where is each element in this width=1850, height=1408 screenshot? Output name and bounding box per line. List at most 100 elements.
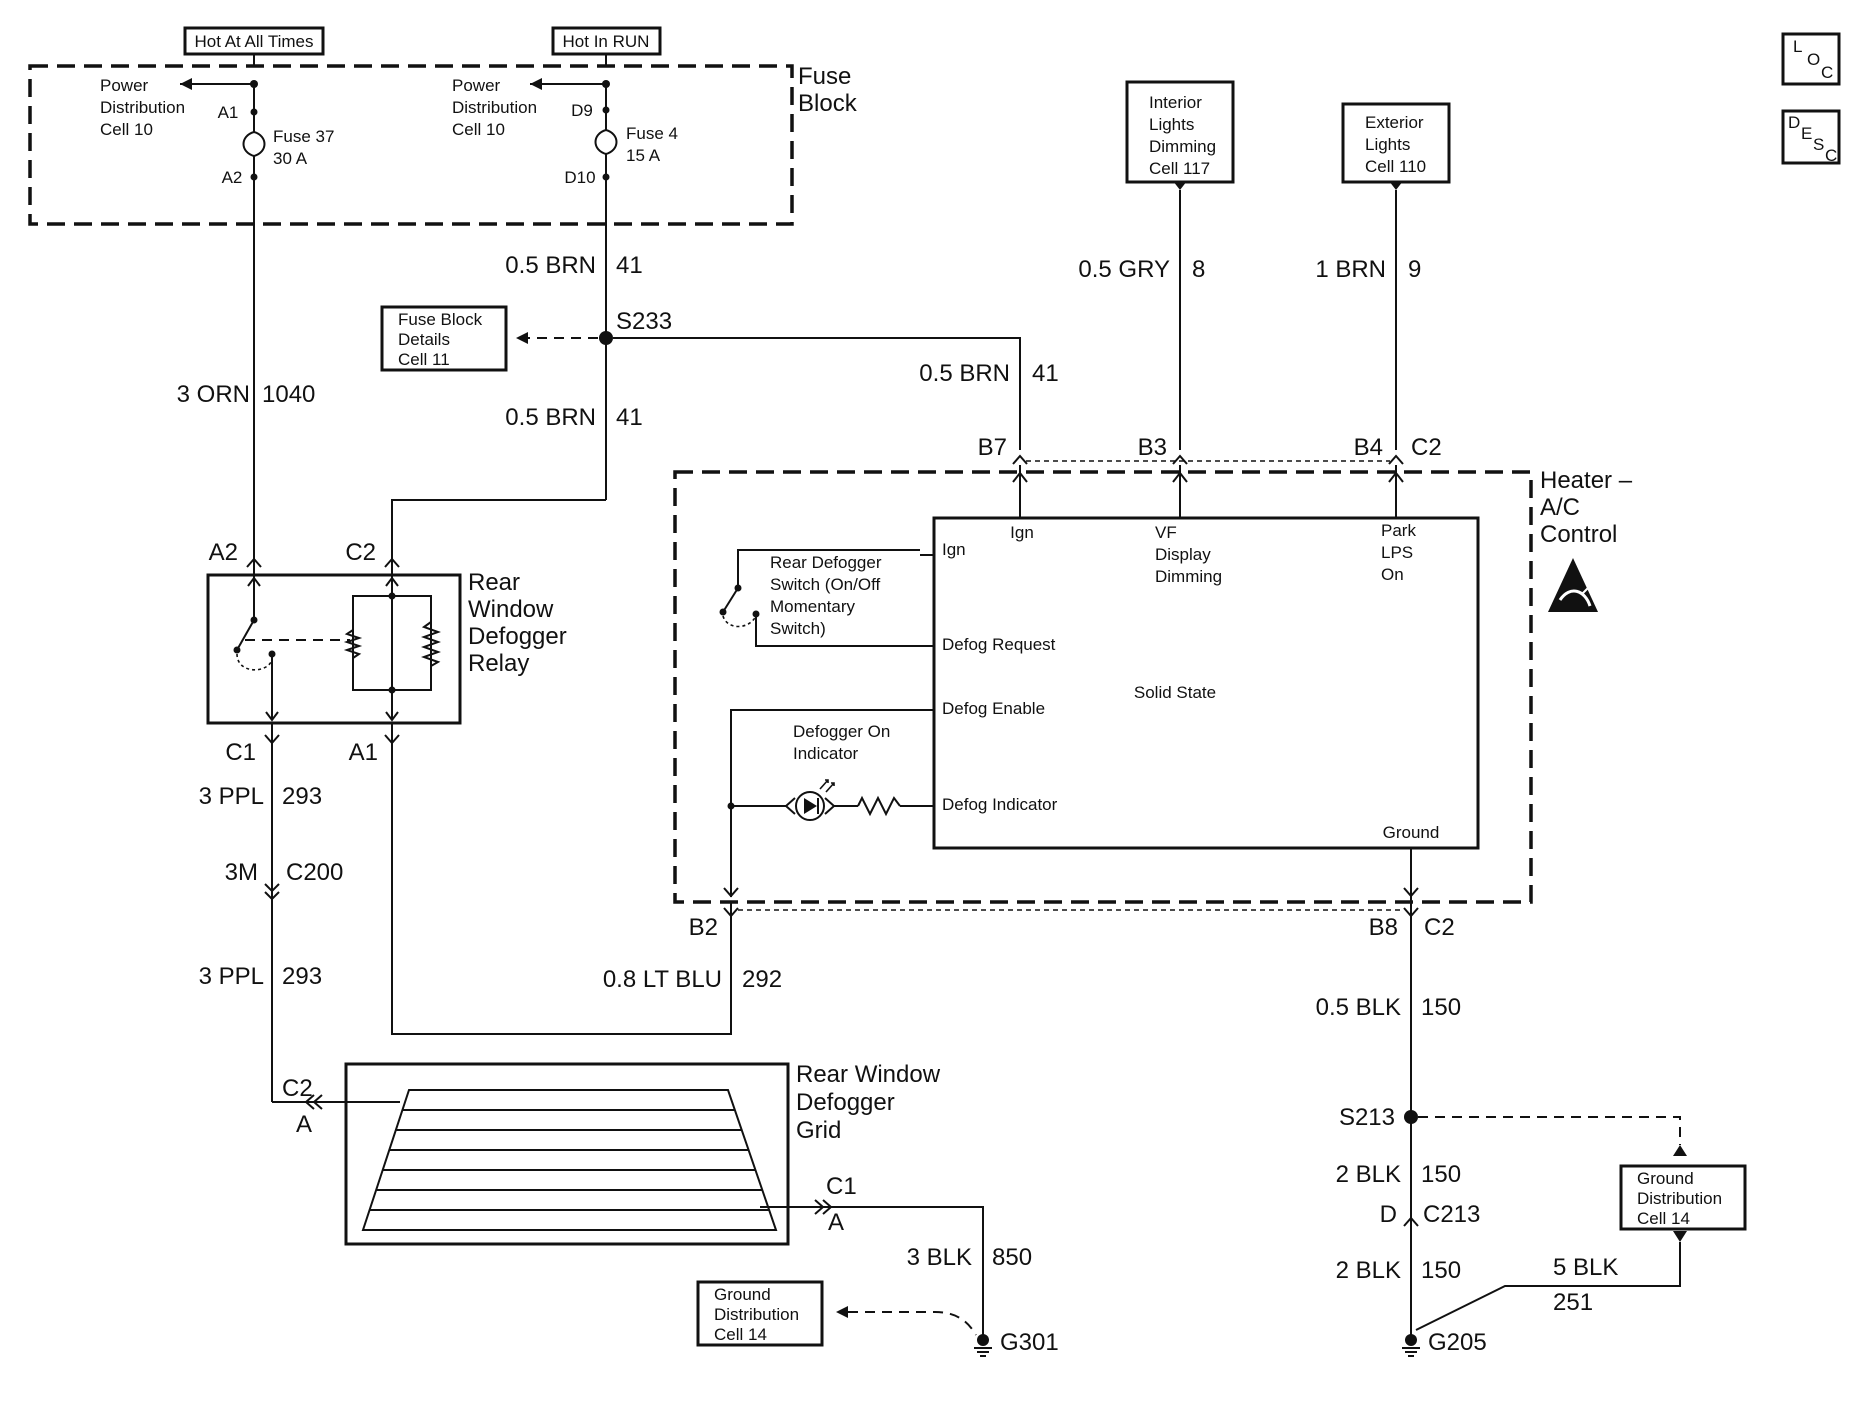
svg-text:41: 41 [616,404,643,431]
svg-text:Lights: Lights [1149,115,1194,134]
svg-text:3 ORN: 3 ORN [177,381,250,408]
svg-text:Fuse 37: Fuse 37 [273,127,334,146]
svg-text:0.5 BRN: 0.5 BRN [505,404,596,431]
svg-text:Fuse 4: Fuse 4 [626,124,678,143]
svg-text:C2: C2 [282,1075,313,1102]
svg-text:Hot At All Times: Hot At All Times [194,32,313,51]
svg-text:Cell 14: Cell 14 [1637,1209,1690,1228]
svg-text:Distribution: Distribution [1637,1189,1722,1208]
svg-text:Cell 117: Cell 117 [1149,159,1210,178]
hvac-control-boundary [673,470,1533,904]
svg-text:0.8 LT BLU: 0.8 LT BLU [603,966,722,993]
ground-g205: G205 [1402,1329,1487,1357]
hot-in-run-box: Hot In RUN [551,26,662,56]
svg-text:Display: Display [1155,545,1211,564]
svg-text:Window: Window [468,596,554,623]
svg-text:3M: 3M [225,859,258,886]
svg-text:Rear Window: Rear Window [796,1061,941,1088]
svg-text:Distribution: Distribution [714,1305,799,1324]
defogger-on-indicator: Defogger On Indicator [785,722,890,821]
hot-at-all-times-box: Hot At All Times [183,26,325,56]
svg-text:A/C: A/C [1540,494,1580,521]
svg-text:Dimming: Dimming [1155,567,1222,586]
solid-state-module: Ign VF Display Dimming Park LPS On Ign D… [932,516,1480,850]
svg-text:15 A: 15 A [626,146,661,165]
svg-text:C: C [1821,63,1833,82]
svg-text:B7: B7 [978,434,1007,461]
svg-text:S213: S213 [1339,1104,1395,1131]
svg-text:Defog Indicator: Defog Indicator [942,795,1058,814]
svg-text:VF: VF [1155,523,1177,542]
svg-text:Hot In RUN: Hot In RUN [563,32,650,51]
svg-text:S233: S233 [616,308,672,335]
svg-text:Lights: Lights [1365,135,1410,154]
exterior-lights-ref: Exterior Lights Cell 110 [1341,102,1451,184]
svg-text:B4: B4 [1354,434,1383,461]
relay-resistor-icon [421,621,441,667]
svg-text:C: C [1825,146,1837,165]
svg-text:C200: C200 [286,859,343,886]
svg-text:Switch): Switch) [770,619,826,638]
svg-text:150: 150 [1421,994,1461,1021]
svg-text:Details: Details [398,330,450,349]
svg-text:0.5 GRY: 0.5 GRY [1078,256,1170,283]
svg-text:0.5 BRN: 0.5 BRN [505,252,596,279]
svg-text:O: O [1807,50,1820,69]
svg-text:C2: C2 [1424,914,1455,941]
fuse-block-title-1: Fuse [798,63,851,90]
svg-text:Solid State: Solid State [1134,683,1216,702]
svg-text:Cell 10: Cell 10 [452,120,505,139]
svg-text:293: 293 [282,963,322,990]
svg-text:B3: B3 [1138,434,1167,461]
svg-text:Heater –: Heater – [1540,467,1633,494]
ground-distribution-ref-left: Ground Distribution Cell 14 [696,1280,824,1347]
svg-text:A1: A1 [218,103,239,122]
svg-text:C2: C2 [345,539,376,566]
svg-text:8: 8 [1192,256,1205,283]
svg-text:A2: A2 [209,539,238,566]
svg-text:Momentary: Momentary [770,597,856,616]
svg-text:Cell 10: Cell 10 [100,120,153,139]
svg-text:D: D [1788,113,1800,132]
interior-lights-dimming-ref: Interior Lights Dimming Cell 117 [1125,80,1235,184]
svg-text:Park: Park [1381,521,1416,540]
fuse-37-icon [242,131,266,158]
svg-text:Defogger On: Defogger On [793,722,890,741]
fuse-block-title-2: Block [798,90,858,117]
wire-blk-251 [1415,1242,1681,1331]
svg-text:1040: 1040 [262,381,315,408]
svg-text:C1: C1 [225,739,256,766]
svg-text:41: 41 [616,252,643,279]
svg-text:D10: D10 [564,168,595,187]
svg-text:292: 292 [742,966,782,993]
fuse-4-icon [594,129,618,156]
splice-s233 [599,331,613,345]
svg-text:Cell 11: Cell 11 [398,350,450,369]
svg-text:Interior: Interior [1149,93,1202,112]
svg-text:Distribution: Distribution [100,98,185,117]
svg-text:Defog Request: Defog Request [942,635,1056,654]
fuse-block-details-ref: Fuse Block Details Cell 11 [380,305,508,372]
svg-text:850: 850 [992,1244,1032,1271]
svg-text:Ground: Ground [714,1285,771,1304]
svg-text:C2: C2 [1411,434,1442,461]
svg-text:150: 150 [1421,1161,1461,1188]
svg-text:D9: D9 [571,101,593,120]
defogger-relay: Rear Window Defogger Relay [206,560,567,725]
svg-text:Grid: Grid [796,1117,841,1144]
wire-brn-41-hvac [613,337,1021,450]
svg-text:A: A [828,1209,844,1236]
svg-text:Defog Enable: Defog Enable [942,699,1045,718]
svg-text:C1: C1 [826,1173,857,1200]
rear-defogger-switch: Rear Defogger Switch (On/Off Momentary S… [719,549,934,647]
desc-mark: D E S C [1781,109,1841,165]
svg-text:On: On [1381,565,1404,584]
svg-text:B2: B2 [689,914,718,941]
svg-text:3 PPL: 3 PPL [199,963,264,990]
svg-text:C213: C213 [1423,1201,1480,1228]
svg-text:30 A: 30 A [273,149,308,168]
svg-text:Cell 14: Cell 14 [714,1325,767,1344]
rear-window-defogger-grid: Rear Window Defogger Grid [344,1061,941,1246]
ground-g301: G301 [974,1329,1059,1357]
svg-text:251: 251 [1553,1289,1593,1316]
